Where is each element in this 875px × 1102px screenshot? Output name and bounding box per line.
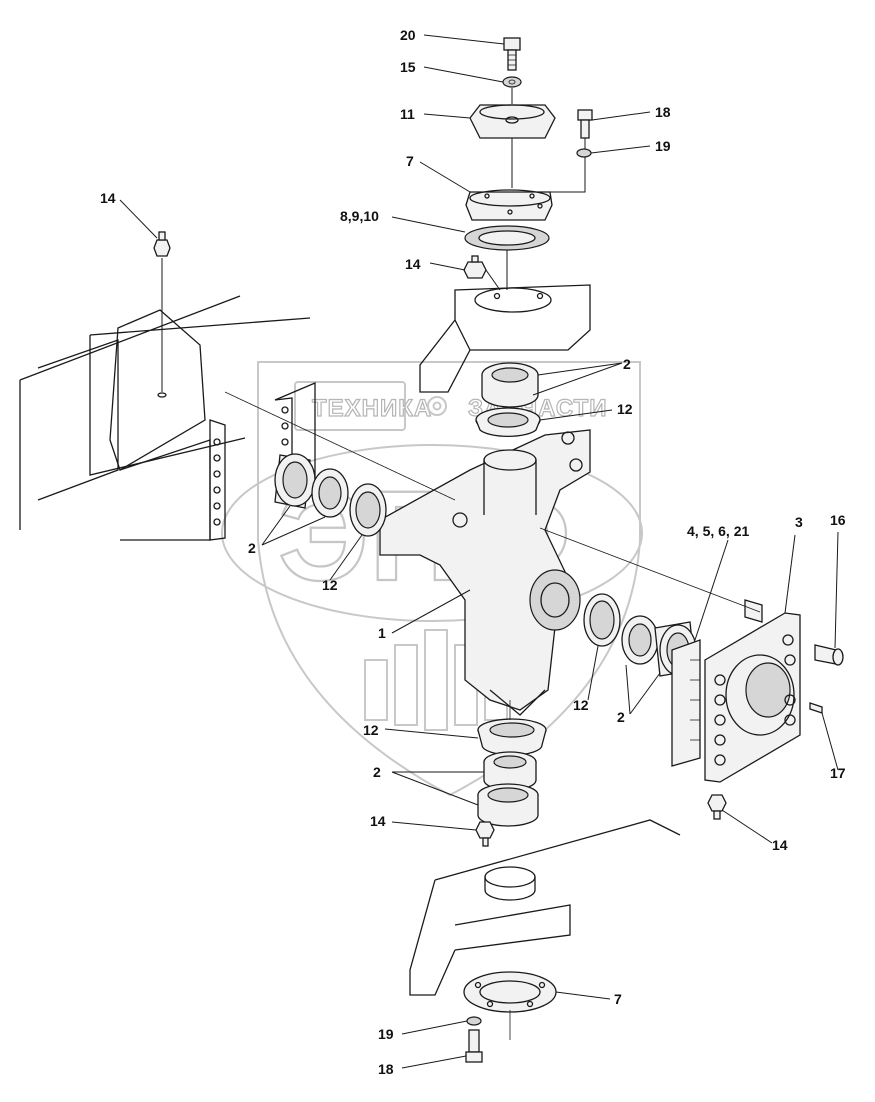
- lower-bracket: [409, 819, 681, 996]
- watermark-company-line: ТЕХНИКА: [312, 395, 432, 422]
- callout-1: 1: [378, 625, 386, 641]
- callout-18-top: 18: [655, 104, 671, 120]
- upper-bushings: [475, 362, 541, 438]
- watermark: ТЕХНИКА ЗАПЧАСТИ ЭПФ: [221, 361, 643, 797]
- callout-2-top: 2: [623, 356, 631, 372]
- lower-bushings: [477, 718, 547, 827]
- pin-17: [809, 702, 823, 714]
- callout-2-bottom: 2: [373, 764, 381, 780]
- bolt-20: [503, 37, 521, 71]
- grease-fitting-14-bottom: [475, 821, 495, 847]
- watermark-ellipse: [221, 444, 643, 622]
- flange-holes: [714, 634, 796, 766]
- callout-19-top: 19: [655, 138, 671, 154]
- shim-pack-4-5-6-21: [671, 599, 763, 767]
- callout-7-bottom: 7: [614, 991, 622, 1007]
- flange-3: [704, 612, 801, 783]
- callout-4-5-6-21: 4, 5, 6, 21: [687, 523, 749, 539]
- bolt-18-top: [577, 109, 593, 139]
- washer-19-top: [576, 148, 592, 158]
- callout-2-left: 2: [248, 540, 256, 556]
- callout-7-top: 7: [406, 153, 414, 169]
- callout-14-left: 14: [100, 190, 116, 206]
- plate-7-bottom: [463, 971, 557, 1013]
- callout-16: 16: [830, 512, 846, 528]
- plate-7-top: [465, 189, 553, 221]
- cap-11: [469, 104, 556, 139]
- leader-lines: [119, 34, 839, 1069]
- callout-19-bottom: 19: [378, 1026, 394, 1042]
- callout-12-right: 12: [573, 697, 589, 713]
- knuckle-body: [379, 429, 591, 716]
- callout-12-bottom: 12: [363, 722, 379, 738]
- upper-bracket: [419, 284, 591, 393]
- gear-icon: [427, 396, 447, 416]
- callout-14-bottom: 14: [370, 813, 386, 829]
- callout-14-right: 14: [772, 837, 788, 853]
- washer-19-bottom: [466, 1016, 482, 1026]
- bolt-16: [814, 644, 844, 666]
- callout-labels: 20 15 11 18 19 7 8,9,10 14 14 2 12 2 12 …: [100, 27, 846, 1077]
- callout-14-top: 14: [405, 256, 421, 272]
- callout-11: 11: [400, 106, 415, 122]
- callout-3: 3: [795, 514, 803, 530]
- callout-2-right: 2: [617, 709, 625, 725]
- assembly-axes: [224, 391, 761, 1040]
- left-bushings: [274, 453, 387, 537]
- watermark-text-frame: [294, 381, 406, 431]
- frame-rail: [19, 295, 316, 541]
- washer-15: [502, 76, 522, 88]
- grease-fitting-14-top: [463, 255, 487, 279]
- callout-20: 20: [400, 27, 416, 43]
- grease-fitting-14-right: [707, 794, 727, 820]
- callout-12-left: 12: [322, 577, 338, 593]
- callout-15: 15: [400, 59, 416, 75]
- shims-8-9-10: [464, 225, 550, 251]
- callout-12-top: 12: [617, 401, 633, 417]
- top-stack-parts: [153, 37, 593, 398]
- grease-fitting-14-left: [153, 231, 171, 257]
- callout-18-bottom: 18: [378, 1061, 394, 1077]
- watermark-shield: [257, 361, 641, 797]
- callout-17: 17: [830, 765, 846, 781]
- rail-bolt-holes: [213, 406, 289, 526]
- callout-8-9-10: 8,9,10: [340, 208, 379, 224]
- bolt-18-bottom: [465, 1029, 483, 1063]
